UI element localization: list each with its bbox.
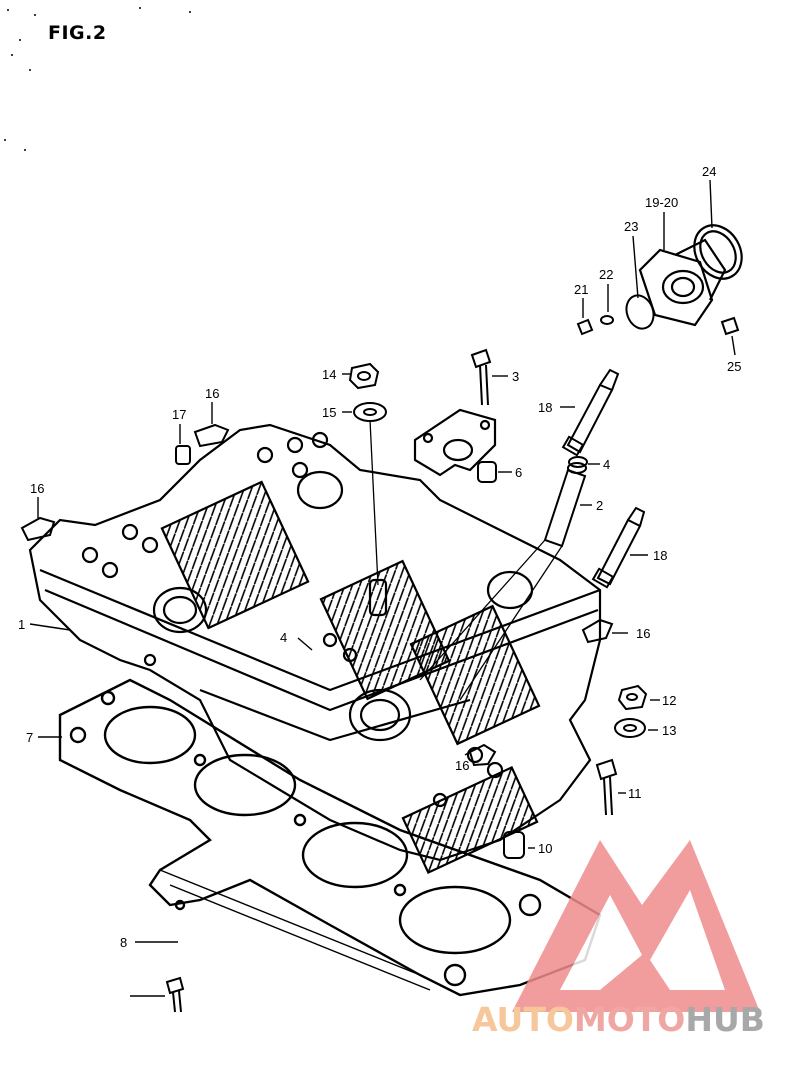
watermark-moto: MOTO bbox=[573, 1000, 686, 1039]
automotohub-logo-icon bbox=[512, 840, 760, 1012]
callout-6: 6 bbox=[515, 465, 522, 480]
screw-21 bbox=[576, 318, 594, 336]
leader-lines bbox=[29, 179, 736, 997]
o-ring-4 bbox=[568, 456, 588, 468]
head-bolt-lower bbox=[165, 976, 185, 1013]
callout-18-upper: 18 bbox=[538, 400, 552, 415]
callout-21: 21 bbox=[574, 282, 588, 297]
callout-23: 23 bbox=[624, 219, 638, 234]
spark-plug-lower bbox=[591, 506, 646, 589]
callout-17: 17 bbox=[172, 407, 186, 422]
callout-25: 25 bbox=[727, 359, 741, 374]
callout-1: 1 bbox=[18, 617, 25, 632]
callout-10: 10 bbox=[538, 841, 552, 856]
callout-11: 11 bbox=[628, 786, 642, 801]
spark-plug-upper bbox=[561, 368, 620, 457]
callout-4-upper: 4 bbox=[603, 457, 610, 472]
callout-24: 24 bbox=[702, 164, 716, 179]
washer-15 bbox=[353, 402, 387, 586]
callout-15: 15 bbox=[322, 405, 336, 420]
cap-17 bbox=[175, 445, 191, 465]
washer-13 bbox=[614, 718, 646, 738]
callout-13: 13 bbox=[662, 723, 676, 738]
plug-16-c bbox=[581, 618, 614, 644]
clamp-24 bbox=[693, 224, 743, 280]
plug-16-a bbox=[193, 423, 230, 448]
plug-16-b bbox=[20, 516, 56, 542]
watermark-hub: HUB bbox=[685, 1000, 765, 1039]
nut-12 bbox=[617, 684, 648, 711]
callout-4-lower: 4 bbox=[280, 630, 287, 645]
callout-18-lower: 18 bbox=[653, 548, 667, 563]
cam-cap bbox=[413, 408, 497, 477]
callout-8: 8 bbox=[120, 935, 127, 950]
plug-16-d bbox=[468, 743, 497, 767]
screw-25 bbox=[720, 316, 740, 336]
bolt-11 bbox=[595, 758, 618, 816]
callout-7: 7 bbox=[26, 730, 33, 745]
nut-14 bbox=[348, 362, 380, 390]
callout-16-center: 16 bbox=[455, 758, 469, 773]
figure-title: FIG.2 bbox=[48, 22, 107, 44]
callout-labels: 1 2 3 4 4 6 7 8 10 11 12 13 14 15 16 16 … bbox=[18, 164, 741, 950]
watermark-wordmark: AUTOMOTOHUB bbox=[472, 1000, 765, 1039]
intake-holder bbox=[638, 238, 727, 327]
callout-16-right: 16 bbox=[636, 626, 650, 641]
callout-3: 3 bbox=[512, 369, 519, 384]
callout-14: 14 bbox=[322, 367, 336, 382]
head-gasket bbox=[58, 678, 602, 997]
dowel-pin-6 bbox=[477, 461, 497, 483]
callout-19-20: 19-20 bbox=[645, 195, 678, 210]
washer-22 bbox=[600, 315, 614, 325]
callout-16-top: 16 bbox=[205, 386, 219, 401]
cylinder-head bbox=[28, 423, 602, 875]
callout-22: 22 bbox=[599, 267, 613, 282]
bolt-3 bbox=[470, 348, 492, 406]
callout-12: 12 bbox=[662, 693, 676, 708]
scan-speckles bbox=[4, 7, 191, 151]
callout-2: 2 bbox=[596, 498, 603, 513]
o-ring-23 bbox=[625, 294, 655, 330]
dowel-pin-10 bbox=[503, 831, 525, 859]
plug-tube bbox=[419, 462, 587, 701]
watermark-auto: AUTO bbox=[472, 1000, 574, 1039]
callout-16-left: 16 bbox=[30, 481, 44, 496]
